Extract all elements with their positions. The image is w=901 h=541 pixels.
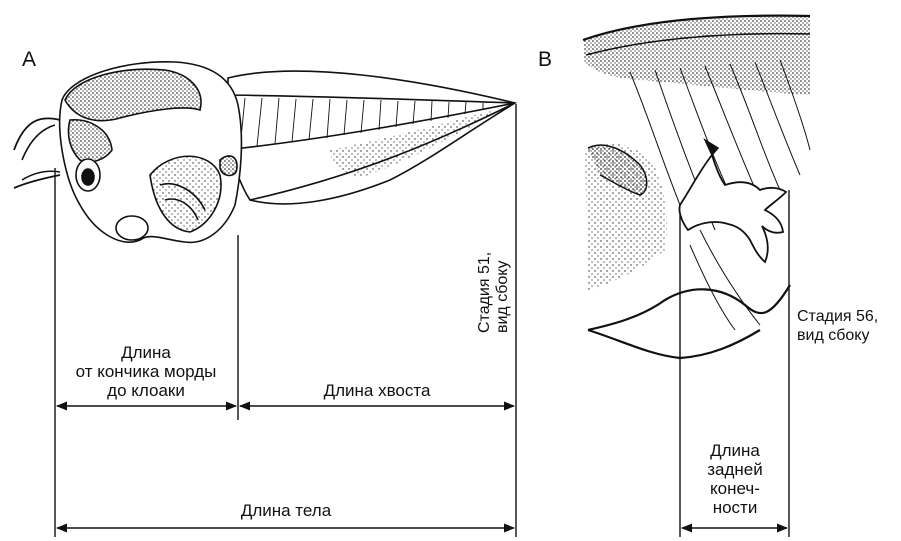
hindlimb-illustration (583, 16, 810, 358)
snout-vent-label-line: до клоаки (58, 381, 234, 400)
stage-a-label-line: Стадия 51, (476, 252, 494, 333)
hindlimb-label-line: задней (683, 460, 787, 479)
snout-vent-label: Длина от кончика морды до клоаки (58, 343, 234, 400)
stage-b-label-line: Стадия 56, (797, 307, 878, 326)
hindlimb-label-line: ности (683, 498, 787, 517)
stage-b-label: Стадия 56, вид сбоку (797, 307, 878, 345)
hindlimb-label-line: Длина (683, 441, 787, 460)
stage-a-label-line: вид сбоку (494, 252, 512, 333)
stage-b-label-line: вид сбоку (797, 326, 878, 345)
stage-a-label: Стадия 51, вид сбоку (476, 252, 512, 333)
tail-length-label: Длина хвоста (240, 381, 514, 400)
body-length-label: Длина тела (58, 501, 514, 520)
hindlimb-length-label: Длина задней конеч- ности (683, 441, 787, 517)
panel-a-letter: A (22, 50, 36, 69)
snout-vent-label-line: от кончика морды (58, 362, 234, 381)
panel-b-letter: B (538, 50, 552, 69)
snout-vent-label-line: Длина (58, 343, 234, 362)
tadpole-illustration (14, 62, 515, 243)
hindlimb-label-line: конеч- (683, 479, 787, 498)
